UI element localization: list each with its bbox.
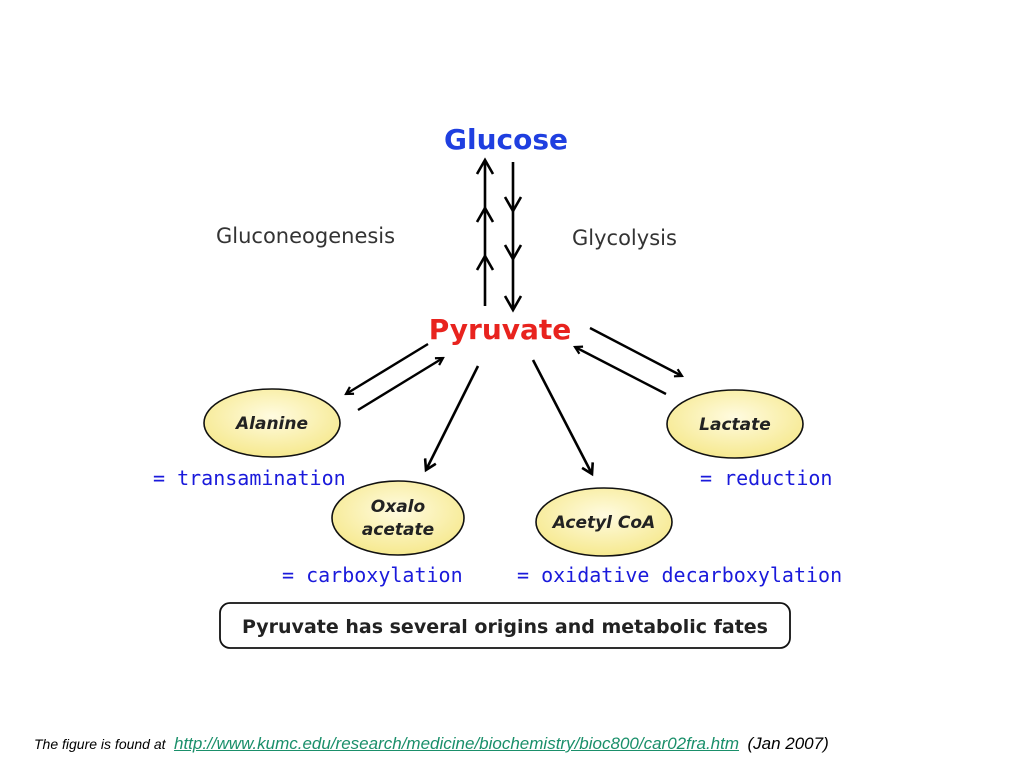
alanine-node: Alanine <box>203 388 341 458</box>
acetyl-coa-arrow <box>531 359 592 474</box>
caption-text: Pyruvate has several origins and metabol… <box>242 616 768 638</box>
pyruvate-label: Pyruvate <box>429 313 572 346</box>
oxaloacetate-node: Oxalo acetate <box>331 480 465 556</box>
footer: The figure is found at http://www.kumc.e… <box>34 734 1014 754</box>
source-link[interactable]: http://www.kumc.edu/research/medicine/bi… <box>173 734 740 753</box>
footer-prefix: The figure is found at <box>34 736 166 752</box>
gluconeogenesis-label: Gluconeogenesis <box>216 224 395 248</box>
lactate-arrows <box>575 326 682 396</box>
alanine-arrows <box>346 342 443 412</box>
carboxylation-label: = carboxylation <box>282 563 463 587</box>
gluconeogenesis-arrows <box>475 157 495 306</box>
footer-date: (Jan 2007) <box>747 734 829 753</box>
glycolysis-arrows <box>503 162 523 313</box>
acetyl-coa-node: Acetyl CoA <box>535 487 673 557</box>
lactate-node: Lactate <box>666 389 804 459</box>
oxaloacetate-text-line1: Oxalo <box>371 497 426 517</box>
lactate-text: Lactate <box>699 415 771 435</box>
caption-box: Pyruvate has several origins and metabol… <box>219 602 791 649</box>
oxaloacetate-text-line2: acetate <box>362 520 434 540</box>
acetyl-coa-text: Acetyl CoA <box>551 513 656 533</box>
alanine-text: Alanine <box>234 414 308 434</box>
oxaloacetate-arrow <box>426 365 480 470</box>
glucose-label: Glucose <box>444 123 568 156</box>
transamination-label: = transamination <box>153 466 346 490</box>
oxidative-decarboxylation-label: = oxidative decarboxylation <box>517 563 842 587</box>
glycolysis-label: Glycolysis <box>572 226 677 250</box>
reduction-label: = reduction <box>700 466 832 490</box>
